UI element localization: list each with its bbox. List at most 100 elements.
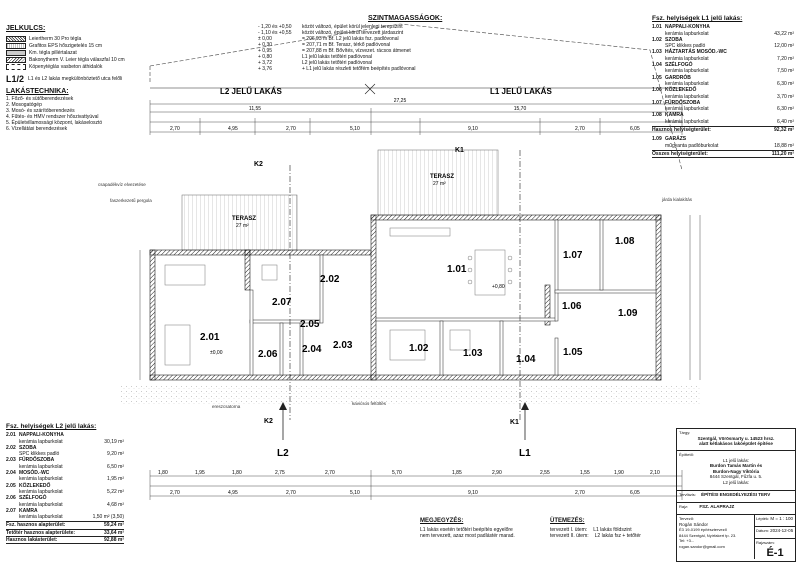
room-1-08: 1.08	[615, 236, 635, 247]
dim-top: 2,70	[170, 126, 180, 132]
tech-item: 1. Főző- és sütőberendezések	[6, 96, 74, 102]
svg-text:2,70: 2,70	[286, 490, 296, 496]
dim-top: 5,10	[350, 126, 360, 132]
room-2-01: 2.01	[200, 332, 220, 343]
furniture	[164, 227, 513, 366]
roof-outline	[149, 23, 683, 171]
entry-l2: L2	[277, 448, 289, 459]
eps-swatch	[6, 42, 26, 49]
legend: JELKULCS: Leiertherm 30 Pro tégla Grafit…	[6, 25, 156, 132]
tb-plan-phase: Tervfázis: ÉPÍTÉSI ENGEDÉLYEZÉSI TERV	[677, 491, 795, 503]
dimension-lines-side	[139, 215, 701, 380]
tb-designer: Tervező: Rogán Sándor É3 19-0199 építész…	[677, 515, 755, 559]
room-labels: 2.01 2.02 2.03 2.04 2.05 2.06 2.07 1.01 …	[200, 236, 638, 365]
dim-total: 27,25	[394, 98, 407, 104]
l1-table-title: Fsz. helyiségek L1 jelű lakás:	[652, 15, 743, 22]
l2-attic-row: Tetőtér hasznos alapterülete:33,64 m²	[6, 528, 124, 536]
svg-text:1,55: 1,55	[580, 470, 590, 476]
legend-item: Grafitos EPS hőszigetelés 15 cm	[6, 42, 156, 49]
legend-item: Bakonytherm V. Leier tégla válaszfal 10 …	[6, 56, 156, 63]
notes: MEGJEGYZÉS: L1 lakás esetén tetőtéri beé…	[420, 518, 540, 539]
dim-top: 6,05	[630, 126, 640, 132]
section-k1-top: K1	[455, 147, 464, 154]
tech-item: 6. Vízellátási berendezések	[6, 126, 68, 132]
dim-top: 4,95	[228, 126, 238, 132]
room-2-03: 2.03	[333, 340, 353, 351]
l2-header: L2 JELŰ LAKÁS	[220, 87, 282, 96]
room-1-03: 1.03	[463, 348, 483, 359]
l1-net-row: Hasznos helyiségterület:92,32 m²	[652, 126, 794, 134]
l2-total-row: Hasznos lakásterület:92,88 m²	[6, 536, 124, 545]
room-2-04: 2.04	[302, 344, 322, 355]
level-row: + 3,76+ L1 jelű lakás részleti tetőfém b…	[258, 66, 416, 72]
svg-text:2,55: 2,55	[540, 470, 550, 476]
section-k2-top: K2	[254, 161, 263, 168]
brick-swatch	[6, 35, 26, 42]
dim-top: 9,10	[468, 126, 478, 132]
level-080: +0,80	[492, 284, 505, 290]
svg-text:9,10: 9,10	[468, 490, 478, 496]
terrace-l2: TERASZ 27 m²	[181, 194, 298, 251]
tb-drawing: Rajz: FSZ. ALAPRAJZ	[677, 503, 795, 515]
room-2-07: 2.07	[272, 297, 292, 308]
dimension-lines-bottom: 1,80 1,95 1,80 2,75 2,70 5,70 1,85 2,90 …	[149, 470, 683, 500]
room-2-02: 2.02	[320, 274, 340, 285]
room-1-05: 1.05	[563, 347, 583, 358]
l2-table-title: Fsz. helyiségek L2 jelű lakás:	[6, 423, 97, 430]
tech-item: 3. Mosó- és szárítóberendezés	[6, 108, 75, 114]
room-1-02: 1.02	[409, 343, 429, 354]
dim-l1: 15,70	[514, 106, 527, 112]
room-1-07: 1.07	[563, 250, 583, 261]
tb-object: Tárgy: Szentgál, Vörösmarty u. 14523 hrs…	[677, 429, 795, 451]
room-2-05: 2.05	[300, 319, 320, 330]
svg-text:1,85: 1,85	[452, 470, 462, 476]
legend-title: JELKULCS:	[6, 25, 46, 32]
tech-title: LAKÁSTECHNIKA:	[6, 88, 69, 95]
partition-swatch	[6, 56, 26, 63]
lintel-swatch	[6, 63, 26, 70]
phases-title: ÜTEMEZÉS:	[550, 518, 585, 524]
dwelling-headers: L2 JELŰ LAKÁS L1 JELŰ LAKÁS	[150, 83, 682, 96]
svg-text:2,70: 2,70	[575, 490, 585, 496]
svg-text:6,05: 6,05	[630, 490, 640, 496]
svg-text:4,95: 4,95	[228, 490, 238, 496]
levels-title: SZINTMAGASSÁGOK:	[368, 15, 443, 22]
svg-text:2,90: 2,90	[492, 470, 502, 476]
svg-text:1,90: 1,90	[614, 470, 624, 476]
svg-text:5,10: 5,10	[350, 490, 360, 496]
tb-sheet: Rajzszám:É-1	[756, 540, 784, 559]
tech-item: 4. Fűtés- és HMV rendszer hőszivattyúval	[6, 114, 99, 120]
entry-l1: L1	[519, 448, 531, 459]
svg-text:2,10: 2,10	[650, 470, 660, 476]
legend-item: Km. tégla pillértalazat	[6, 49, 156, 56]
svg-text:TERASZ: TERASZ	[232, 216, 256, 222]
l12-text: L1 és L2 lakás megkülönböztető utca felő…	[28, 76, 123, 82]
svg-text:1,80: 1,80	[158, 470, 168, 476]
svg-text:1,80: 1,80	[232, 470, 242, 476]
legend-item: Köpenytéglás vasbeton áthidalók	[6, 63, 156, 70]
exterior-walls	[149, 214, 662, 381]
title-block: Tárgy: Szentgál, Vörösmarty u. 14523 hrs…	[676, 428, 796, 562]
level-row: ± 0,00= 206,93 m Bf. L2 jelű lakás fsz. …	[258, 36, 399, 42]
svg-text:ereszcsatorna: ereszcsatorna	[212, 404, 241, 409]
section-k1-bottom: K1	[510, 419, 519, 426]
tb-scale: Lépték: M = 1 : 100	[755, 515, 795, 527]
dim-l2: 11,55	[249, 106, 261, 112]
room-1-09: 1.09	[618, 308, 638, 319]
tb-date: Dátum: 2024-12-05	[755, 527, 795, 539]
svg-text:5,70: 5,70	[392, 470, 402, 476]
plinth-swatch	[6, 49, 26, 56]
